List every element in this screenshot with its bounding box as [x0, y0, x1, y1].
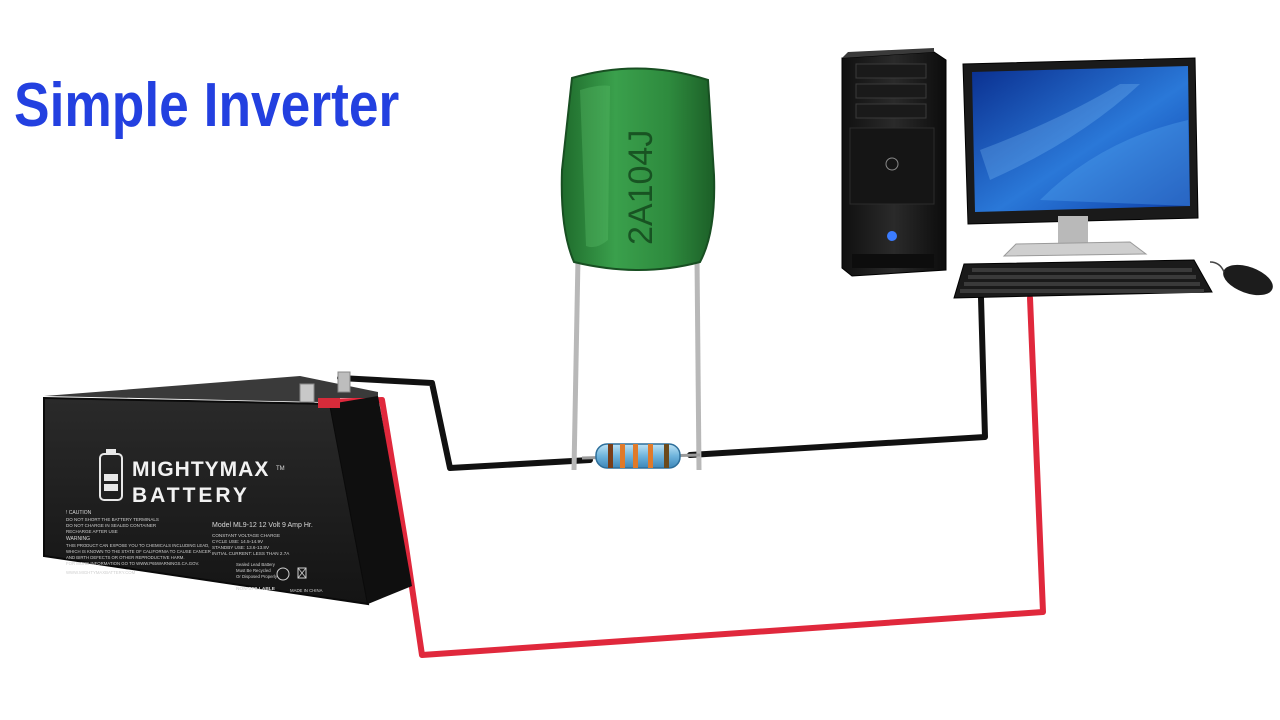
- battery-warning-line: WHICH IS KNOWN TO THE STATE OF CALIFORNI…: [66, 549, 211, 554]
- power-button-icon: [887, 231, 897, 241]
- battery-initial-current: INITIAL CURRENT: LESS THAN 2.7A: [212, 551, 290, 556]
- battery-warning-line: FOR MORE INFORMATION GO TO WWW.P65WARNIN…: [66, 561, 199, 566]
- battery-website: WWW.MIGHTYMAXBATTERY.COM: [66, 570, 136, 575]
- battery-made-in: MADE IN CHINA: [290, 588, 323, 593]
- wire-negative: [337, 295, 988, 471]
- monitor: [962, 57, 1199, 257]
- negative-terminal: [299, 383, 315, 403]
- capacitor: 2A104J: [560, 67, 716, 471]
- battery-caution-line: DO NOT CHARGE IN SEALED CONTAINER: [66, 523, 157, 528]
- battery-warning-line: AND BIRTH DEFECTS OR OTHER REPRODUCTIVE …: [66, 555, 185, 560]
- battery: MIGHTYMAX BATTERY TM Model ML9-12 12 Vol…: [43, 371, 412, 606]
- diagram-title: Simple Inverter: [14, 71, 400, 140]
- battery-caution-line: DO NOT SHORT THE BATTERY TERMINALS: [66, 517, 159, 522]
- bin-icon: [297, 567, 307, 579]
- recycle-icon: [276, 567, 290, 581]
- battery-recycle-line: Must Be Recycled: [236, 568, 271, 573]
- battery-brand-line2: BATTERY: [132, 484, 250, 507]
- positive-terminal: [318, 398, 340, 408]
- mouse: [1209, 261, 1273, 296]
- wire-positive: [322, 295, 1046, 658]
- hp-logo-icon: [885, 157, 899, 171]
- battery-non-spillable: NON-SPILLABLE: [236, 586, 276, 592]
- resistor: [581, 443, 701, 469]
- battery-logo-icon: [99, 449, 123, 501]
- battery-trademark: TM: [276, 466, 285, 472]
- computer-tower: [841, 48, 947, 277]
- battery-cycle-use: CYCLE USE: 14.5-14.9V: [212, 539, 264, 544]
- battery-brand-line1: MIGHTYMAX: [132, 458, 269, 481]
- battery-warning-line: THIS PRODUCT CAN EXPOSE YOU TO CHEMICALS…: [66, 543, 209, 548]
- battery-charge-heading: CONSTANT VOLTAGE CHARGE: [212, 533, 280, 538]
- battery-caution: ! CAUTION: [66, 510, 92, 516]
- battery-warning: WARNING: [66, 536, 90, 542]
- battery-standby-use: STANDBY USE: 13.6-13.8V: [212, 545, 270, 550]
- battery-recycle-line: Or Disposed Properly: [236, 574, 278, 579]
- keyboard: [953, 259, 1213, 299]
- battery-recycle-line: Sealed Lead Battery: [236, 562, 276, 567]
- battery-caution-line: RECHARGE AFTER USE: [66, 529, 118, 534]
- capacitor-marking: 2A104J: [622, 130, 660, 245]
- battery-model: Model ML9-12 12 Volt 9 Amp Hr.: [212, 522, 313, 529]
